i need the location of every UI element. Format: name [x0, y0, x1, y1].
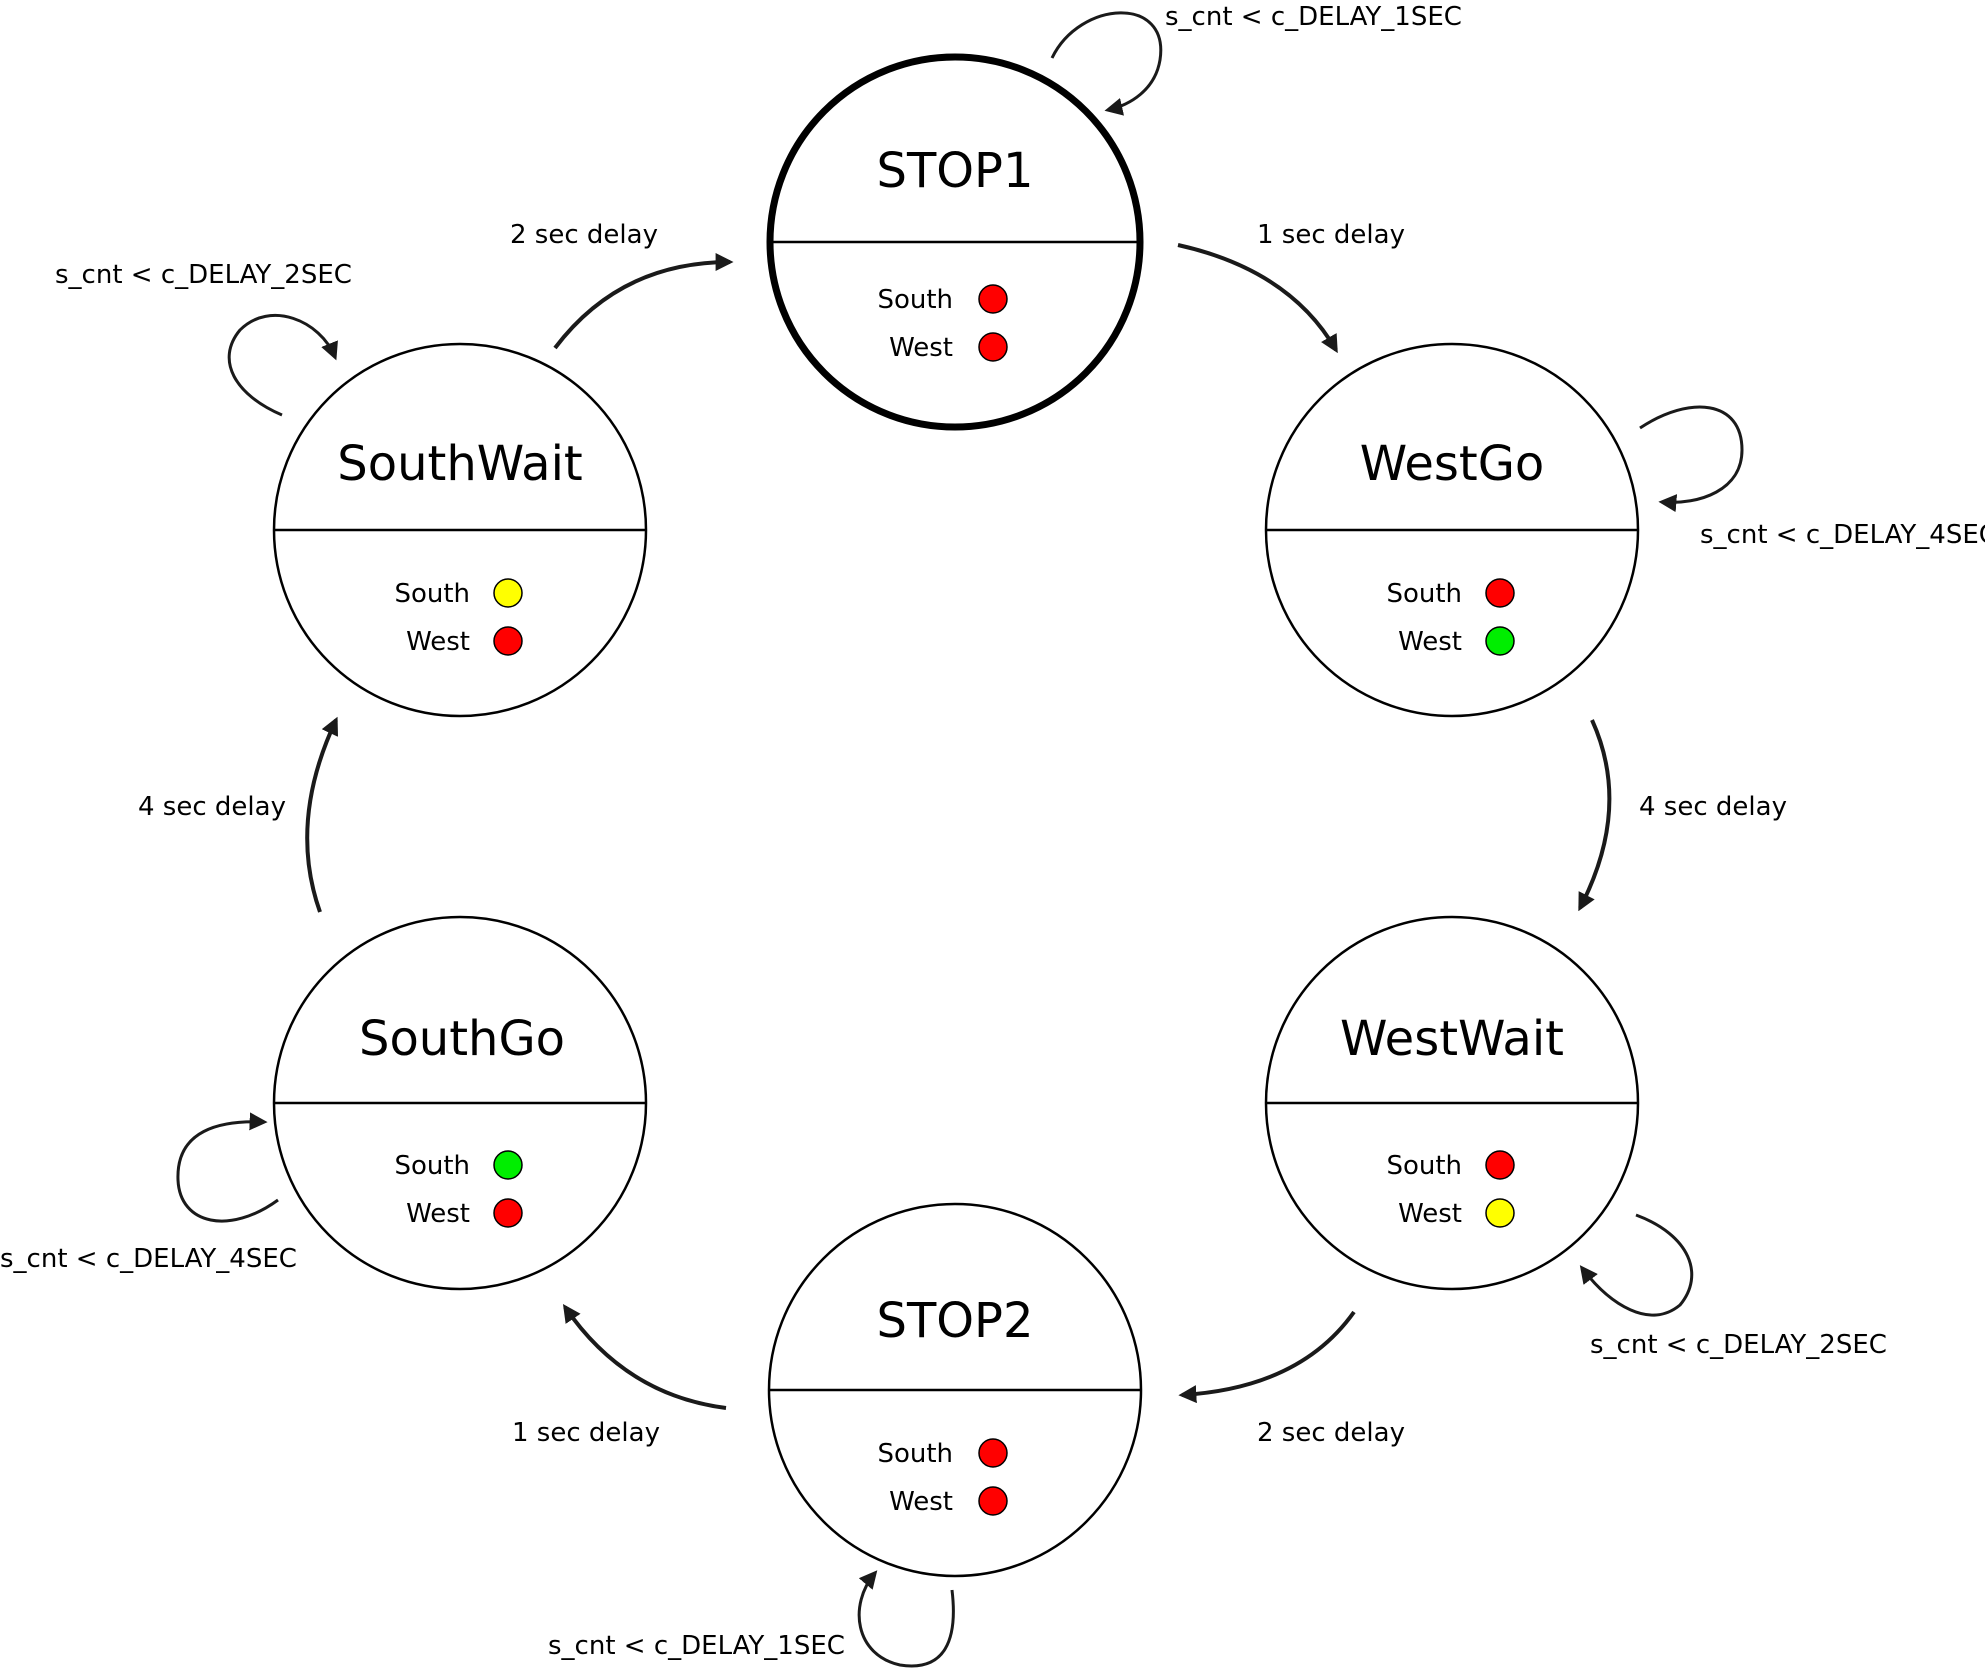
state-southgo-west-light — [493, 1198, 523, 1228]
self-loop-stop1-label: s_cnt < c_DELAY_1SEC — [1165, 2, 1462, 32]
state-westgo-west-label: West — [1398, 627, 1462, 657]
state-southwait-name: SouthWait — [337, 436, 582, 492]
state-stop2: STOP2 South West — [767, 1202, 1143, 1578]
transition-southwait-to-stop1-label: 2 sec delay — [510, 220, 658, 250]
transition-westwait-to-stop2 — [1178, 1310, 1356, 1404]
state-westwait-west-label: West — [1398, 1199, 1462, 1229]
state-stop1-west-light — [978, 332, 1008, 362]
state-southgo: SouthGo South West — [272, 915, 648, 1291]
state-westgo-name: WestGo — [1360, 436, 1545, 492]
state-southgo-west-label: West — [406, 1199, 470, 1229]
self-loop-westgo — [1639, 405, 1744, 513]
transition-southgo-to-southwait-label: 4 sec delay — [138, 792, 286, 822]
transition-southwait-to-stop1 — [553, 253, 734, 350]
self-loop-stop2-label: s_cnt < c_DELAY_1SEC — [548, 1631, 845, 1661]
transition-westwait-to-stop2-label: 2 sec delay — [1257, 1418, 1405, 1448]
state-southwait-south-light — [493, 578, 523, 608]
state-stop1-west-label: West — [889, 333, 953, 363]
transition-stop1-to-westgo — [1177, 243, 1338, 354]
state-westgo: WestGo South West — [1264, 342, 1640, 718]
state-stop2-west-light — [978, 1486, 1008, 1516]
self-loop-southwait — [227, 313, 338, 417]
state-stop1-south-label: South — [877, 285, 953, 315]
state-stop2-name: STOP2 — [876, 1293, 1033, 1349]
state-westgo-south-light — [1485, 578, 1515, 608]
state-westwait-name: WestWait — [1340, 1011, 1564, 1067]
state-westgo-west-light — [1485, 626, 1515, 656]
self-loop-westwait — [1579, 1213, 1694, 1317]
transition-southgo-to-southwait — [305, 716, 339, 913]
state-westgo-south-label: South — [1386, 579, 1462, 609]
transition-westgo-to-westwait-label: 4 sec delay — [1639, 792, 1787, 822]
state-southgo-south-light — [493, 1150, 523, 1180]
state-southwait-west-light — [493, 626, 523, 656]
state-stop1: STOP1 South West — [766, 53, 1144, 431]
transition-westgo-to-westwait — [1578, 719, 1612, 912]
state-stop1-south-light — [978, 284, 1008, 314]
state-southgo-name: SouthGo — [359, 1011, 565, 1067]
self-loop-southgo — [176, 1112, 279, 1223]
self-loop-southgo-label: s_cnt < c_DELAY_4SEC — [0, 1244, 297, 1274]
state-stop2-west-label: West — [889, 1487, 953, 1517]
state-southwait-south-label: South — [394, 579, 470, 609]
state-westwait: WestWait South West — [1264, 915, 1640, 1291]
self-loop-westwait-label: s_cnt < c_DELAY_2SEC — [1590, 1330, 1887, 1360]
self-loop-stop2 — [857, 1570, 955, 1668]
state-westwait-south-label: South — [1386, 1151, 1462, 1181]
state-stop2-south-light — [978, 1438, 1008, 1468]
state-westwait-west-light — [1485, 1198, 1515, 1228]
transition-stop2-to-southgo-label: 1 sec delay — [512, 1418, 660, 1448]
transition-stop2-to-southgo — [562, 1304, 727, 1410]
state-southwait-west-label: West — [406, 627, 470, 657]
state-southwait: SouthWait South West — [272, 342, 648, 718]
self-loop-southwait-label: s_cnt < c_DELAY_2SEC — [55, 260, 352, 290]
state-stop2-south-label: South — [877, 1439, 953, 1469]
self-loop-stop1 — [1050, 11, 1163, 116]
state-southgo-south-label: South — [394, 1151, 470, 1181]
state-westwait-south-light — [1485, 1150, 1515, 1180]
self-loop-westgo-label: s_cnt < c_DELAY_4SEC — [1700, 520, 1985, 550]
state-stop1-name: STOP1 — [876, 143, 1033, 199]
transition-stop1-to-westgo-label: 1 sec delay — [1257, 220, 1405, 250]
